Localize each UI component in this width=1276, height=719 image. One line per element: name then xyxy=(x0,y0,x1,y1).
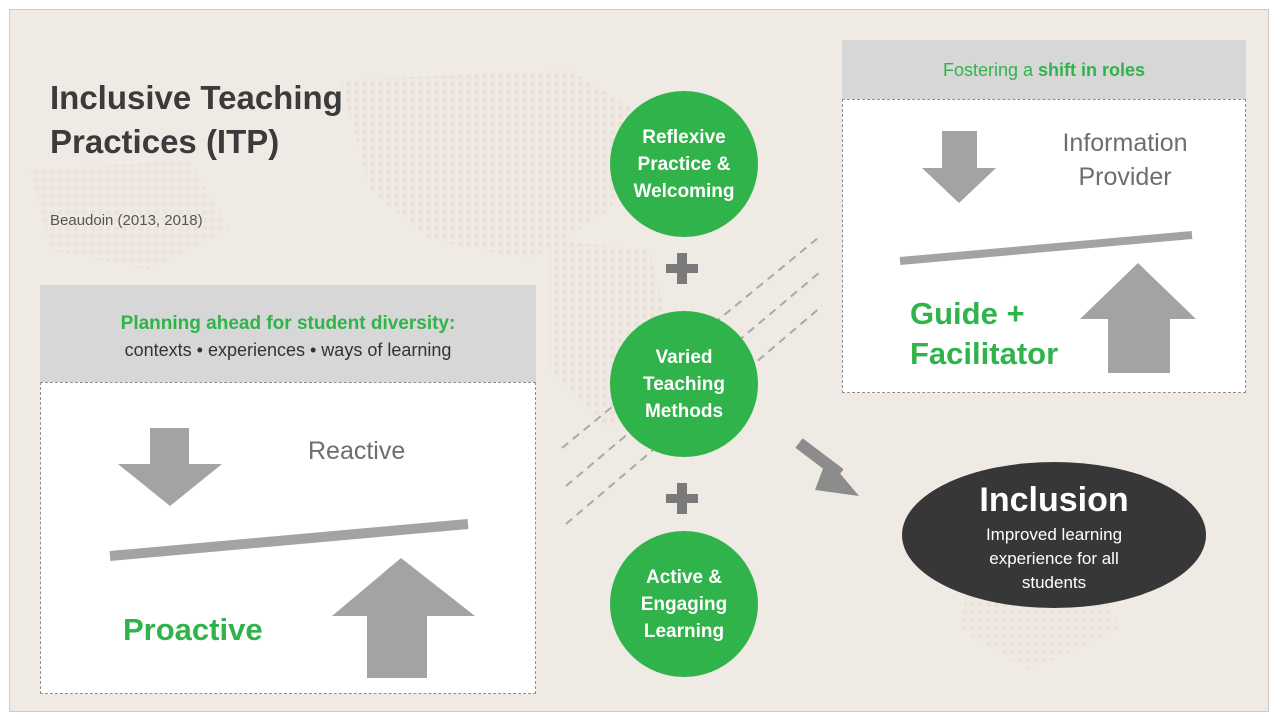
balance-beam xyxy=(109,519,469,561)
right-panel-heading: Fostering a shift in roles xyxy=(842,58,1246,82)
circle-label: Active & Engaging Learning xyxy=(640,566,728,642)
reactive-label: Reactive xyxy=(308,437,406,465)
arrow-down-icon xyxy=(118,428,222,506)
plus-icon xyxy=(666,253,698,284)
right-panel-heading-bold: shift in roles xyxy=(1038,60,1146,80)
guide-facilitator-label: Guide + Facilitator xyxy=(910,296,1059,371)
information-provider-label: Information Provider xyxy=(1062,129,1188,191)
circle-varied-teaching-methods: Varied Teaching Methods xyxy=(610,311,758,457)
proactive-label: Proactive xyxy=(123,612,263,647)
right-panel-heading-prefix: Fostering a xyxy=(942,60,1039,80)
inclusion-title: Inclusion xyxy=(979,481,1129,519)
arrow-diagonal-icon xyxy=(795,438,859,496)
balance-beam xyxy=(899,231,1193,265)
arrow-up-icon xyxy=(332,558,475,678)
diagram-shapes xyxy=(109,131,1196,678)
arrow-up-icon xyxy=(1080,263,1196,373)
circle-active-engaging-learning: Active & Engaging Learning xyxy=(610,531,758,677)
slide: Inclusive Teaching Practices (ITP) Beaud… xyxy=(9,9,1269,712)
page-title: Inclusive Teaching Practices (ITP) xyxy=(50,79,343,160)
inclusion-ellipse: Inclusion Improved learning experience f… xyxy=(902,462,1206,608)
left-panel-subheading: contexts • experiences • ways of learnin… xyxy=(124,340,452,360)
left-panel-heading: Planning ahead for student diversity: xyxy=(120,313,456,334)
left-panel-body xyxy=(40,382,536,694)
circle-label: Varied Teaching Methods xyxy=(643,346,725,422)
arrow-down-icon xyxy=(922,131,996,203)
citation: Beaudoin (2013, 2018) xyxy=(50,212,203,229)
right-panel-header: Fostering a shift in roles xyxy=(842,40,1246,99)
inclusion-description: Improved learning experience for all stu… xyxy=(985,525,1123,592)
plus-icon xyxy=(666,483,698,514)
left-panel-header: Planning ahead for student diversity: co… xyxy=(40,285,536,382)
circle-reflexive-practice: Reflexive Practice & Welcoming xyxy=(610,91,758,237)
circle-label: Reflexive Practice & Welcoming xyxy=(633,126,735,202)
